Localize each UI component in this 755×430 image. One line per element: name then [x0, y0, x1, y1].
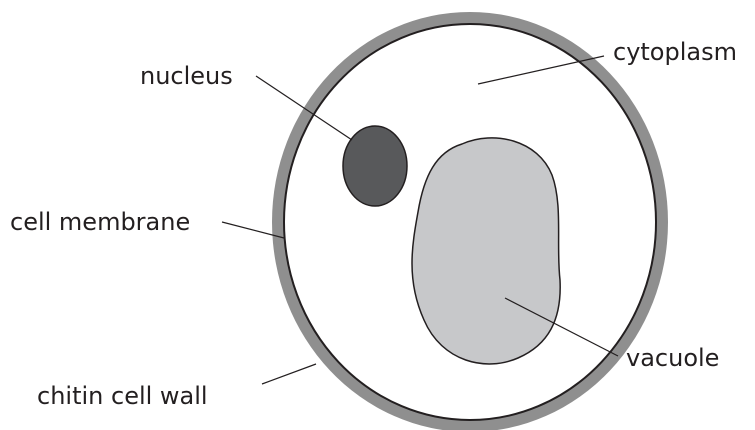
cell-membrane-label: cell membrane — [10, 208, 190, 236]
chitin-cell-wall-leader-line — [262, 364, 316, 384]
nucleus-label: nucleus — [140, 62, 233, 90]
chitin-cell-wall-label: chitin cell wall — [37, 382, 208, 410]
cytoplasm-label: cytoplasm — [613, 38, 737, 66]
nucleus — [343, 126, 407, 206]
vacuole-label: vacuole — [626, 344, 719, 372]
vacuole — [412, 138, 560, 364]
